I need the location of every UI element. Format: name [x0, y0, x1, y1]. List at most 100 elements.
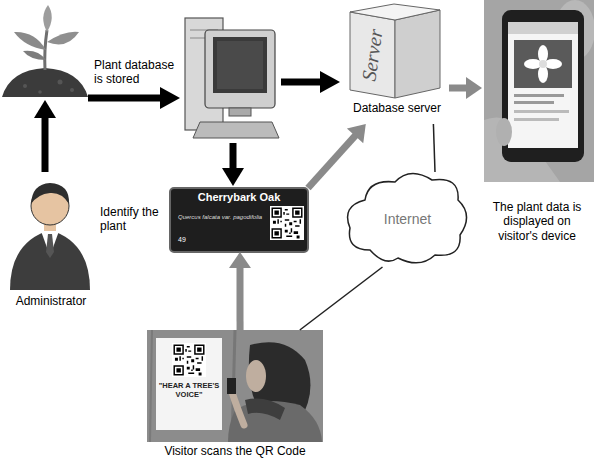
phone-photo-part: [514, 110, 569, 113]
phone-photo-part: [514, 118, 559, 121]
arrow-head: [347, 124, 366, 143]
arrow-head: [466, 77, 482, 99]
phone-photo-part: [539, 60, 547, 68]
qr-code-part: [273, 209, 301, 239]
connector-line: [308, 134, 356, 188]
connector-line: [449, 85, 468, 92]
phone-photo-part: [538, 65, 548, 83]
server-box-part: [350, 12, 395, 98]
plant-illustration-part: [70, 88, 74, 92]
visitor-photo-part: [232, 330, 235, 442]
flow-arrow: [281, 71, 340, 93]
server-box: [350, 4, 440, 98]
flow-arrow-part: [230, 143, 237, 172]
flow-arrow-part: [42, 114, 49, 172]
administrator-figure-part: [46, 234, 54, 258]
computer-illustration-part: [190, 30, 218, 31]
server-box-part: [350, 4, 440, 20]
plant-illustration-part: [23, 51, 46, 60]
qr-tag-node: Cherrybark OakQuercus falcata var. pagod…: [170, 188, 308, 252]
server-face-text: Server: [356, 27, 387, 82]
visitor-photo-part: [228, 401, 322, 442]
visitor-photo-part: [227, 378, 236, 394]
tag-latin-name: Quercus falcata var. pagodifolia: [178, 214, 266, 221]
qr-code-part: [271, 207, 302, 238]
administrator-node: Administrator: [5, 175, 97, 310]
qr-code-tag: [170, 188, 308, 252]
server-box-part: [395, 10, 440, 98]
phone-photo-part: [544, 59, 562, 69]
computer-illustration: [185, 18, 279, 138]
phone-photo-part: [484, 0, 594, 182]
computer-illustration-part: [190, 38, 218, 39]
phone-photo-part: [484, 118, 560, 183]
connector-line: [433, 124, 435, 172]
visitor-photo-part: [249, 342, 311, 420]
plant-illustration-part: [14, 32, 46, 50]
node-caption: Visitor scans the QR Code: [145, 444, 325, 458]
connector-line: [236, 266, 243, 330]
computer-illustration-part: [217, 41, 263, 89]
visitor-photo-part: [245, 399, 285, 420]
arrow-label: Plant database is stored: [94, 58, 182, 87]
qr-code: [270, 206, 304, 240]
flow-arrow: [34, 100, 56, 172]
visitor-photo-part: [150, 330, 152, 442]
plant-illustration-part: [58, 80, 63, 85]
flow-arrow-part: [160, 87, 180, 109]
phone-photo-part: [555, 0, 594, 60]
flow-arrow-part: [88, 95, 164, 102]
flow-arrow-part: [34, 100, 56, 118]
connector: [449, 77, 482, 99]
server-node: ServerDatabase server: [345, 0, 449, 124]
arrow-label: Identify the plant: [100, 205, 170, 234]
computer-illustration-part: [205, 30, 275, 108]
computer-illustration-part: [193, 122, 279, 138]
phone-photo-part: [502, 10, 584, 162]
connector-line: [300, 267, 383, 330]
administrator-figure: [10, 183, 90, 290]
tag-number: 49: [178, 236, 186, 244]
visitor-photo-node: "HEAR A TREE'S VOICE" Visitor scans the Q…: [145, 330, 325, 460]
phone-photo-part: [508, 22, 578, 34]
plant-illustration-part: [2, 68, 88, 97]
qr-code-part: [173, 344, 204, 375]
arrow-head: [229, 252, 251, 268]
qr-code-tag-part: [170, 188, 308, 252]
qr-code-part: [172, 343, 206, 377]
node-caption: The plant data is displayed on visitor's…: [482, 200, 592, 243]
visitor-photo-part: [147, 330, 323, 442]
phone-photo-part: [514, 40, 572, 88]
poster-text: "HEAR A TREE'S VOICE": [158, 382, 220, 399]
plant-illustration-part: [38, 90, 42, 94]
plant-illustration-part: [45, 30, 47, 70]
flow-arrow-part: [320, 71, 340, 93]
qr-code-part: [270, 206, 304, 240]
phone-photo-part: [524, 59, 542, 69]
plant-illustration-part: [47, 32, 79, 45]
cloud-text: Internet: [345, 211, 470, 228]
visitor-photo-part: [156, 338, 222, 430]
visitor-photo-part: [246, 360, 266, 392]
connector: [308, 124, 366, 188]
flow-arrow-part: [281, 79, 324, 86]
computer-illustration-part: [213, 37, 267, 93]
connector: [300, 267, 383, 330]
flow-arrow: [222, 143, 244, 186]
node-caption: Database server: [345, 101, 449, 115]
flow-arrow-part: [222, 168, 244, 186]
plant-illustration-part: [23, 84, 27, 88]
qr-code: [172, 343, 206, 377]
phone-photo-part: [514, 94, 564, 97]
administrator-figure-part: [31, 187, 69, 225]
connector: [229, 252, 251, 330]
tag-title: Cherrybark Oak: [170, 191, 308, 204]
phone-photo-part: [514, 101, 554, 104]
phone-photo-part: [538, 45, 548, 63]
plant-illustration: [2, 5, 88, 97]
administrator-figure-part: [41, 231, 59, 256]
phone-photo-part: [496, 118, 512, 146]
computer-illustration-part: [185, 18, 223, 130]
computer-illustration-part: [229, 108, 251, 116]
